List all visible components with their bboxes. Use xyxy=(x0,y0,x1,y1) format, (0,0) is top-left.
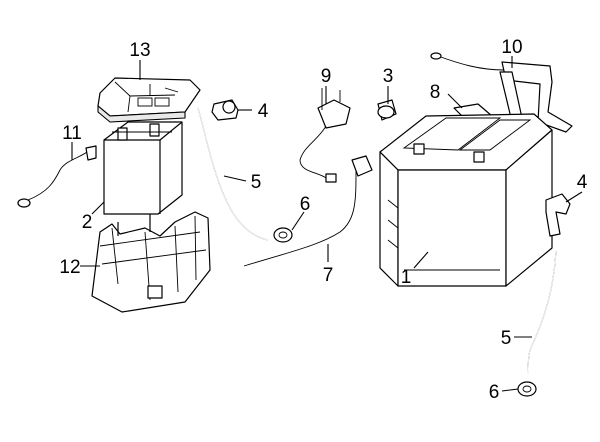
part-12-battery-tray xyxy=(91,211,211,313)
callout-labels: 13 11 2 12 4 5 6 7 9 3 8 10 1 4 5 6 xyxy=(59,37,587,403)
part-4-vent-connector-right xyxy=(545,193,571,237)
callout-2: 2 xyxy=(82,212,93,233)
leader-4b xyxy=(565,191,583,203)
part-3-terminal-cap xyxy=(377,99,397,121)
leader-2 xyxy=(91,201,105,215)
leader-8 xyxy=(447,93,463,109)
callout-1: 1 xyxy=(401,267,412,288)
callout-6-upper: 6 xyxy=(300,194,311,215)
part-6-grommet-right xyxy=(517,381,537,397)
callout-7: 7 xyxy=(323,265,334,286)
part-6-grommet-upper xyxy=(273,227,293,243)
leader-5a xyxy=(223,175,247,182)
leader-6b xyxy=(501,388,519,392)
callout-12: 12 xyxy=(59,257,80,278)
part-9-sensor-cable xyxy=(299,88,351,183)
leader-6a xyxy=(291,211,305,231)
part-13-battery-cover xyxy=(97,77,201,123)
part-10-ground-cable xyxy=(17,145,97,208)
callout-8: 8 xyxy=(430,82,441,103)
callout-10: 11 xyxy=(62,123,82,144)
callout-6-right: 6 xyxy=(489,382,500,403)
leader-1 xyxy=(413,251,429,269)
callout-13: 13 xyxy=(129,40,150,61)
callout-11: 10 xyxy=(501,37,522,58)
callout-3: 3 xyxy=(383,66,394,87)
part-4-vent-connector-upper xyxy=(211,99,239,121)
part-7-positive-cable xyxy=(243,155,373,267)
callout-5-upper: 5 xyxy=(251,172,262,193)
part-5-vent-hose-right xyxy=(527,249,557,375)
part-2-small-battery xyxy=(103,121,183,215)
callout-9: 9 xyxy=(321,66,332,87)
callout-4-upper: 4 xyxy=(258,101,269,122)
leader-lines xyxy=(71,56,583,392)
callout-4-right: 4 xyxy=(577,172,588,193)
part-1-main-battery xyxy=(379,113,553,287)
callout-5-right: 5 xyxy=(501,328,512,349)
